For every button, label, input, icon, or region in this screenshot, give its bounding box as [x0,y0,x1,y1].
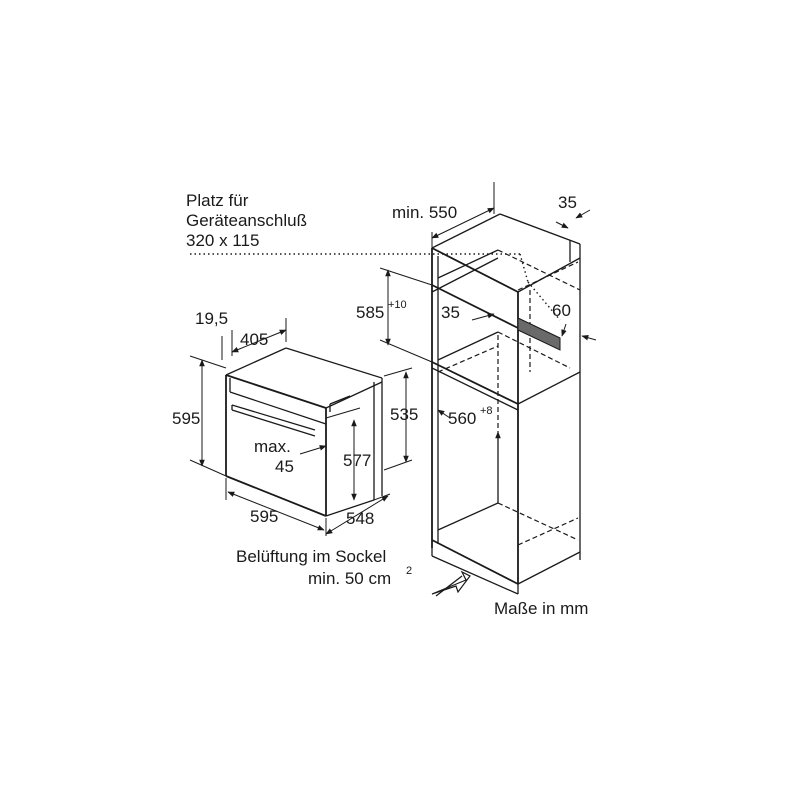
label-vent-superscript: 2 [406,565,412,577]
label-connection-line2: Geräteanschluß [186,211,307,230]
cabinet-drawing [190,213,581,595]
label-connection-line1: Platz für [186,191,249,210]
label-560-tolerance: +8 [480,405,493,417]
label-units: Maße in mm [494,599,588,618]
label-max: max. [254,437,291,456]
label-35-mid: 35 [441,303,460,322]
label-connection-line3: 320 x 115 [186,231,259,250]
label-min-550: min. 550 [392,203,457,222]
label-595-width: 595 [250,507,278,526]
label-45: 45 [275,457,294,476]
label-595-height: 595 [172,409,200,428]
label-585-tolerance: +10 [388,299,407,311]
label-vent-line2: min. 50 cm [308,569,391,588]
label-35-top: 35 [558,193,577,212]
label-560: 560 [448,409,476,428]
label-19-5: 19,5 [195,309,228,328]
diagram-labels: Platz für Geräteanschluß 320 x 115 min. … [172,191,588,618]
label-60: 60 [552,301,571,320]
label-vent-line1: Belüftung im Sockel [236,547,386,566]
label-548: 548 [346,509,374,528]
label-405: 405 [240,330,268,349]
dimension-lines [189,182,597,597]
oven-drawing [225,347,383,517]
label-535: 535 [390,405,418,424]
label-577: 577 [343,451,371,470]
label-585: 585 [356,303,384,322]
